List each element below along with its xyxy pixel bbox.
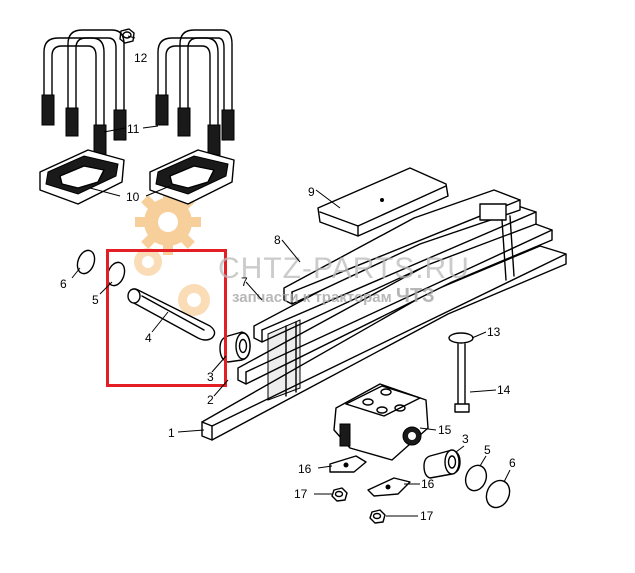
part-6-ring-right <box>485 479 511 509</box>
part-4-pin <box>127 288 216 341</box>
callout-3-left: 3 <box>207 370 214 384</box>
callout-16-a: 16 <box>298 462 312 476</box>
callout-5-right: 5 <box>484 443 491 457</box>
part-17-nut-a <box>331 487 348 502</box>
callout-9: 9 <box>308 185 315 199</box>
callout-10: 10 <box>126 190 140 204</box>
part-11-ubolts-right <box>149 29 235 205</box>
part-17-nut-b <box>369 509 386 524</box>
callout-1: 1 <box>168 426 175 440</box>
watermark-tagline-prefix: запчасти к тракторам <box>232 289 396 306</box>
part-5-ring-right <box>464 464 488 492</box>
leaf-spring-assembly <box>201 167 567 441</box>
part-16-shim-b <box>367 477 411 497</box>
highlight-box <box>106 249 227 387</box>
callout-6-left: 6 <box>60 277 67 291</box>
leader-lines <box>71 35 511 517</box>
part-11-ubolts-left <box>39 29 127 205</box>
callout-17-b: 17 <box>420 509 434 523</box>
callout-16-b: 16 <box>421 477 435 491</box>
callout-7: 7 <box>241 275 248 289</box>
callout-12: 12 <box>134 51 148 65</box>
part-16-shim-a <box>329 455 367 473</box>
part-6-ring-left <box>76 249 96 275</box>
callout-11: 11 <box>127 122 140 136</box>
watermark-tagline-suffix: ЧТЗ <box>396 285 435 307</box>
callout-6-right: 6 <box>509 456 516 470</box>
callout-17-a: 17 <box>294 487 308 501</box>
part-15-bracket <box>333 383 429 461</box>
callout-3-right: 3 <box>462 432 469 446</box>
callout-5-left: 5 <box>92 293 99 307</box>
callout-2: 2 <box>207 393 214 407</box>
part-3-bushing-left <box>219 331 251 363</box>
part-3-bushing-right <box>423 449 461 479</box>
callout-labels: 12 11 10 9 8 7 6 5 4 3 2 1 13 14 15 3 5 … <box>60 51 516 523</box>
watermark-tagline: запчасти к тракторам ЧТЗ <box>232 285 435 307</box>
callout-15: 15 <box>438 423 452 437</box>
callout-14: 14 <box>497 383 511 397</box>
callout-8: 8 <box>274 233 281 247</box>
watermark-brand: CHTZ-PARTS.RU <box>218 252 470 285</box>
callout-13: 13 <box>487 325 501 339</box>
callout-4: 4 <box>145 331 152 345</box>
